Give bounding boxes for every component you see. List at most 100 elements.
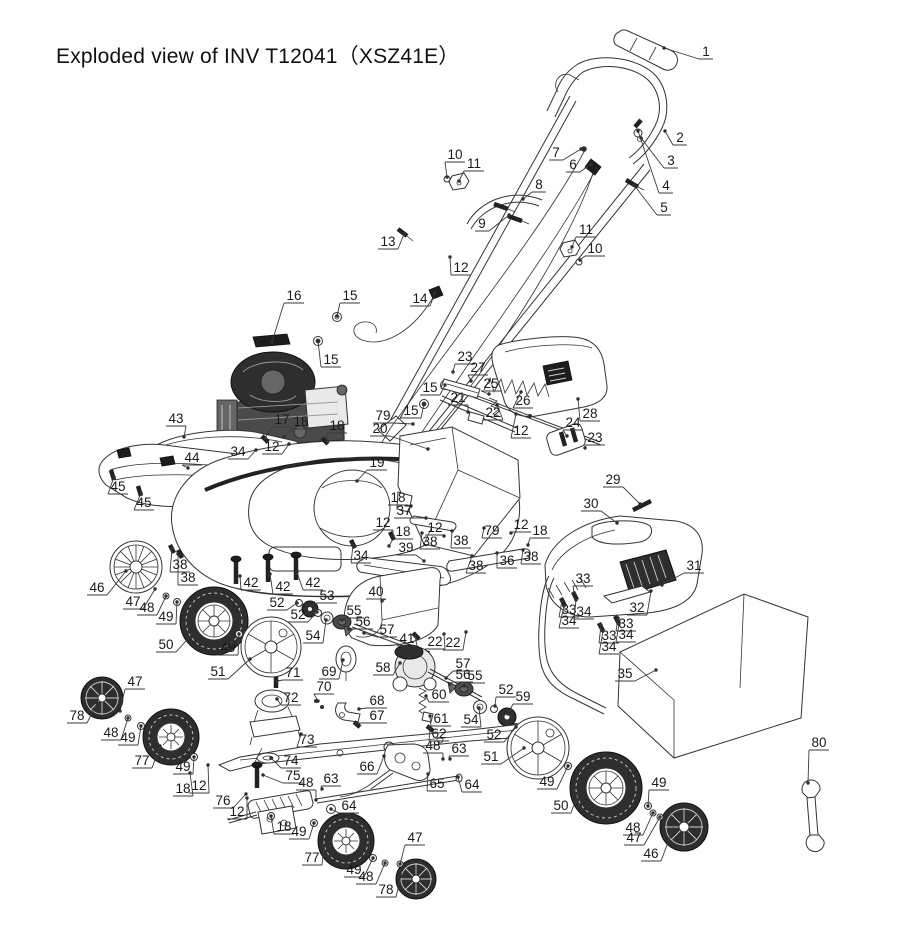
leader-endpoint	[565, 434, 569, 438]
leader-endpoint	[570, 245, 574, 249]
part-callout-52: 52	[486, 727, 501, 742]
leader-endpoint	[477, 706, 481, 710]
leader-endpoint	[424, 516, 428, 520]
part-callout-5: 5	[660, 200, 668, 215]
leader-endpoint	[355, 479, 359, 483]
part-callout-3: 3	[667, 153, 675, 168]
leader-line	[615, 670, 656, 681]
leader-endpoint	[658, 815, 662, 819]
leader-endpoint	[448, 682, 452, 686]
leader-line	[170, 549, 190, 572]
leader-line	[511, 414, 531, 438]
leader-line	[648, 790, 669, 806]
leader-endpoint	[662, 46, 666, 50]
part-callout-33: 33	[575, 571, 590, 586]
leader-endpoint	[263, 436, 267, 440]
leader-endpoint	[442, 534, 446, 538]
leader-line	[578, 399, 600, 421]
part-callout-48: 48	[298, 775, 313, 790]
part-callout-78: 78	[69, 708, 84, 723]
part-callout-47: 47	[407, 830, 422, 845]
side-chute-40	[344, 568, 440, 646]
part-callout-14: 14	[412, 291, 428, 306]
part-callout-56: 56	[355, 614, 370, 629]
part-callout-42: 42	[243, 575, 258, 590]
leader-endpoint	[521, 548, 525, 552]
part-callout-47: 47	[626, 830, 641, 845]
leader-endpoint	[175, 600, 179, 604]
leader-endpoint	[275, 679, 279, 683]
leader-line	[425, 634, 445, 649]
rail-27	[441, 379, 480, 398]
leader-endpoint	[295, 601, 299, 605]
leader-endpoint	[380, 599, 384, 603]
leader-line	[277, 680, 303, 681]
leader-endpoint	[362, 631, 366, 635]
leader-endpoint	[126, 716, 130, 720]
leader-endpoint	[616, 616, 620, 620]
leader-line	[262, 444, 289, 454]
part-callout-79: 79	[484, 523, 499, 538]
leader-line	[118, 726, 141, 745]
leader-endpoint	[316, 699, 320, 703]
leader-endpoint	[495, 403, 499, 407]
part-callout-4: 4	[662, 178, 670, 193]
part-callout-38: 38	[172, 557, 187, 572]
deck-bolts-42	[231, 552, 301, 584]
leader-endpoint	[583, 446, 587, 450]
leader-endpoint	[426, 772, 430, 776]
part-callout-56: 56	[455, 667, 470, 682]
part-callout-38: 38	[453, 533, 468, 548]
part-callout-80: 80	[811, 735, 826, 750]
leader-line	[445, 162, 465, 177]
part-callout-45: 45	[136, 495, 151, 510]
leader-line	[574, 600, 594, 619]
part-callout-22: 22	[445, 635, 460, 650]
leader-endpoint	[426, 447, 430, 451]
leader-endpoint	[287, 442, 291, 446]
part-callout-57: 57	[379, 622, 394, 637]
leader-line	[373, 663, 400, 675]
leader-endpoint	[448, 757, 452, 761]
leader-line	[120, 689, 145, 711]
part-callout-48: 48	[139, 600, 154, 615]
leader-endpoint	[466, 410, 470, 414]
leader-endpoint	[579, 147, 583, 151]
part-callout-13: 13	[380, 234, 395, 249]
leader-endpoint	[357, 707, 361, 711]
leader-line	[265, 427, 292, 438]
part-callout-36: 36	[499, 553, 514, 568]
part-callout-48: 48	[625, 820, 640, 835]
leader-endpoint	[671, 827, 675, 831]
leader-endpoint	[663, 129, 667, 133]
leader-line	[228, 450, 256, 459]
leader-endpoint	[282, 435, 286, 439]
leader-line	[566, 164, 591, 172]
leader-endpoint	[562, 604, 566, 608]
leader-line	[271, 816, 294, 834]
leader-endpoint	[560, 599, 564, 603]
leader-endpoint	[315, 610, 319, 614]
leader-line	[134, 493, 154, 510]
gearbox-58	[393, 645, 436, 691]
leader-endpoint	[261, 773, 265, 777]
part-callout-49: 49	[291, 824, 306, 839]
leader-endpoint	[443, 383, 447, 387]
leader-line	[581, 511, 617, 523]
rear-tire-50-right	[570, 752, 642, 824]
leader-endpoint	[409, 504, 413, 508]
part-callout-18: 18	[395, 524, 410, 539]
leader-line	[356, 863, 385, 884]
part-callout-50: 50	[158, 637, 173, 652]
leader-line	[289, 823, 314, 839]
leader-endpoint	[589, 162, 593, 166]
leader-endpoint	[351, 543, 355, 547]
part-callout-70: 70	[316, 679, 331, 694]
part-callout-49: 49	[539, 774, 554, 789]
part-callout-34: 34	[230, 444, 246, 459]
part-callout-64: 64	[341, 798, 357, 813]
leader-line	[475, 215, 509, 231]
leader-endpoint	[422, 402, 426, 406]
part-callout-43: 43	[168, 411, 183, 426]
leader-endpoint	[382, 754, 386, 758]
